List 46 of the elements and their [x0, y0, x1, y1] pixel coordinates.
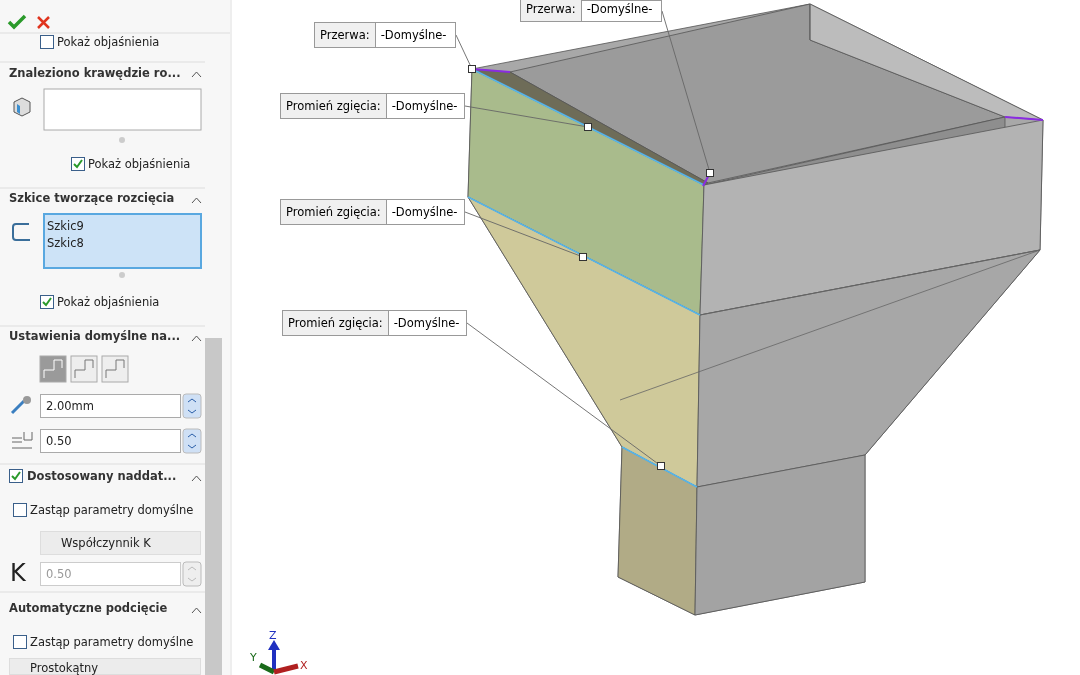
callout-label: Promień zgięcia:	[281, 94, 387, 118]
handle-square	[706, 169, 714, 177]
checkbox-label: Pokaż objaśnienia	[88, 156, 191, 172]
callout-label: Przerwa:	[521, 0, 582, 21]
dropdown: Współczynnik K	[40, 531, 201, 555]
checkbox-label: Pokaż objaśnienia	[57, 34, 160, 50]
handle-square	[657, 462, 665, 470]
section-heading: Dostosowany naddat...	[27, 468, 177, 484]
leader-line	[464, 105, 585, 127]
callout-box	[280, 93, 465, 119]
handle-square	[579, 253, 587, 261]
k-symbol: K	[10, 560, 26, 586]
leader-line	[661, 10, 710, 170]
handle-square	[584, 123, 592, 131]
axis-label: Y	[250, 652, 257, 664]
checkbox-label: Zastąp parametry domyślne	[30, 634, 194, 650]
callout-label: Promień zgięcia:	[283, 311, 389, 335]
handle-square	[468, 65, 476, 73]
section-heading: Znaleziono krawędzie ro...	[9, 65, 181, 81]
callout-label: Promień zgięcia:	[281, 200, 387, 224]
leader-line	[466, 322, 658, 464]
checkbox-label: Zastąp parametry domyślne	[30, 502, 194, 518]
callout-box	[314, 22, 456, 48]
dropdown: Prostokątny	[9, 658, 201, 675]
input-field: 0.50	[40, 562, 181, 586]
callout-box	[282, 310, 467, 336]
checkbox-label: Pokaż objaśnienia	[57, 294, 160, 310]
section-heading: Ustawienia domyślne na...	[9, 328, 181, 344]
axis-label: Z	[269, 630, 277, 642]
callout-box	[280, 199, 465, 225]
list-item: Szkic8	[47, 235, 84, 251]
callout-label: Przerwa:	[315, 23, 376, 47]
leader-line	[455, 34, 471, 66]
section-heading: Automatyczne podcięcie	[9, 600, 168, 616]
callout-value: -Domyślne-	[390, 98, 459, 115]
list-item: Szkic9	[47, 218, 84, 234]
callout-value: -Domyślne-	[392, 315, 461, 332]
callout-value: -Domyślne-	[585, 1, 654, 18]
callout-value: -Domyślne-	[379, 27, 448, 44]
callout-value: -Domyślne-	[390, 204, 459, 221]
leader-line	[464, 211, 580, 256]
input-field: 2.00mm	[40, 394, 181, 418]
section-heading: Szkice tworzące rozcięcia	[9, 190, 175, 206]
input-field: 0.50	[40, 429, 181, 453]
axis-label: X	[300, 660, 308, 672]
callout-box	[520, 0, 662, 22]
